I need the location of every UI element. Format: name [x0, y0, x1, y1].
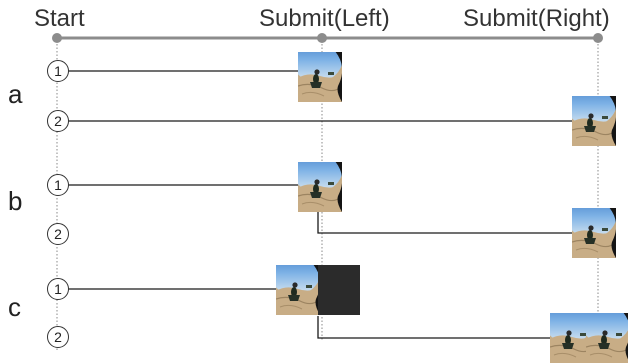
step-number-c2: 2 [47, 326, 69, 348]
header-submit-left: Submit(Left) [259, 5, 390, 32]
connector-c2 [317, 316, 550, 339]
thumbnail-image [269, 247, 321, 315]
thumbnail-image [565, 78, 617, 146]
group-label-c: c [8, 292, 21, 322]
thumbnail-image [291, 144, 343, 212]
timeline-dot-submit-left [317, 33, 327, 43]
thumbnail-image [579, 295, 628, 363]
step-number-b1: 1 [47, 174, 69, 196]
header-submit-right: Submit(Right) [463, 5, 610, 32]
step-number-c1: 1 [47, 278, 69, 300]
header-start: Start [34, 5, 85, 32]
thumbnail-image [565, 190, 617, 258]
timeline-dot-start [52, 33, 62, 43]
timeline-dot-submit-right [593, 33, 603, 43]
group-label-b: b [8, 186, 23, 216]
thumbnail-image [291, 34, 343, 102]
step-number-b2: 2 [47, 223, 69, 245]
group-label-a: a [8, 79, 23, 109]
dark-frame [318, 265, 360, 315]
step-number-a1: 1 [47, 60, 69, 82]
connector-b2 [317, 212, 574, 234]
step-number-a2: 2 [47, 110, 69, 132]
